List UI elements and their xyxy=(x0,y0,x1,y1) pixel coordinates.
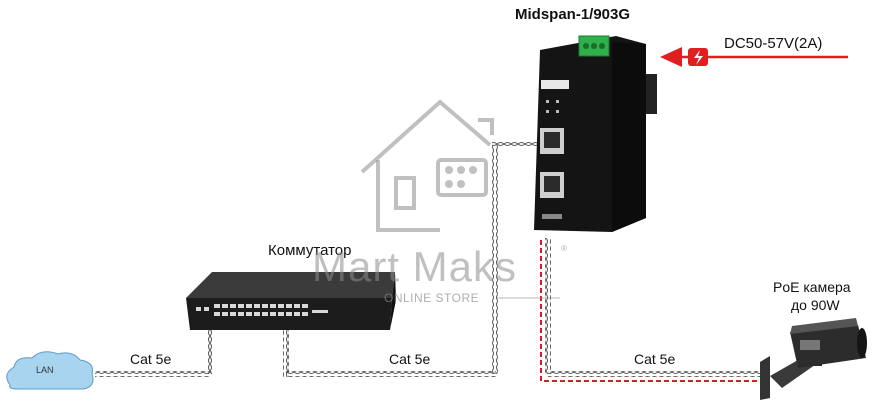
cable-midspan-riser xyxy=(492,145,498,374)
cable-label-camera: Cat 5e xyxy=(634,351,676,367)
cable-label-switch: Cat 5e xyxy=(389,351,431,367)
cable-midspan-out-riser xyxy=(545,238,551,374)
power-label: DC50-57V(2A) xyxy=(724,35,823,52)
watermark-house-icon xyxy=(360,99,494,232)
cable-lan-to-switch xyxy=(95,371,211,377)
cable-switch-drop-left xyxy=(208,318,214,374)
watermark-brand: Mart Maks xyxy=(312,243,518,290)
power-input-arrow xyxy=(660,47,848,67)
lan-cloud-icon xyxy=(6,351,94,390)
cable-switch-drop-right xyxy=(283,325,289,377)
lan-label: LAN xyxy=(36,365,54,375)
cable-label-lan: Cat 5e xyxy=(130,351,172,367)
device-title: Midspan-1/903G xyxy=(515,6,631,23)
poe-path-line xyxy=(540,240,766,382)
watermark-sub: ONLINE STORE xyxy=(384,291,480,305)
camera-label-line2: до 90W xyxy=(791,297,840,313)
switch-ports xyxy=(196,304,328,316)
poe-camera-icon xyxy=(760,318,867,400)
camera-label-line1: PoE камера xyxy=(773,279,851,295)
cable-to-camera xyxy=(548,371,764,377)
midspan-device xyxy=(534,35,657,232)
cable-switch-to-midspan-h xyxy=(286,371,496,377)
watermark-registered: ® xyxy=(561,244,567,253)
terminal-block-icon xyxy=(578,35,610,57)
network-switch xyxy=(186,272,396,330)
rj45-port-in xyxy=(540,128,564,154)
rj45-port-out xyxy=(540,172,564,198)
switch-label: Коммутатор xyxy=(268,242,352,259)
cable-midspan-top xyxy=(492,142,537,148)
